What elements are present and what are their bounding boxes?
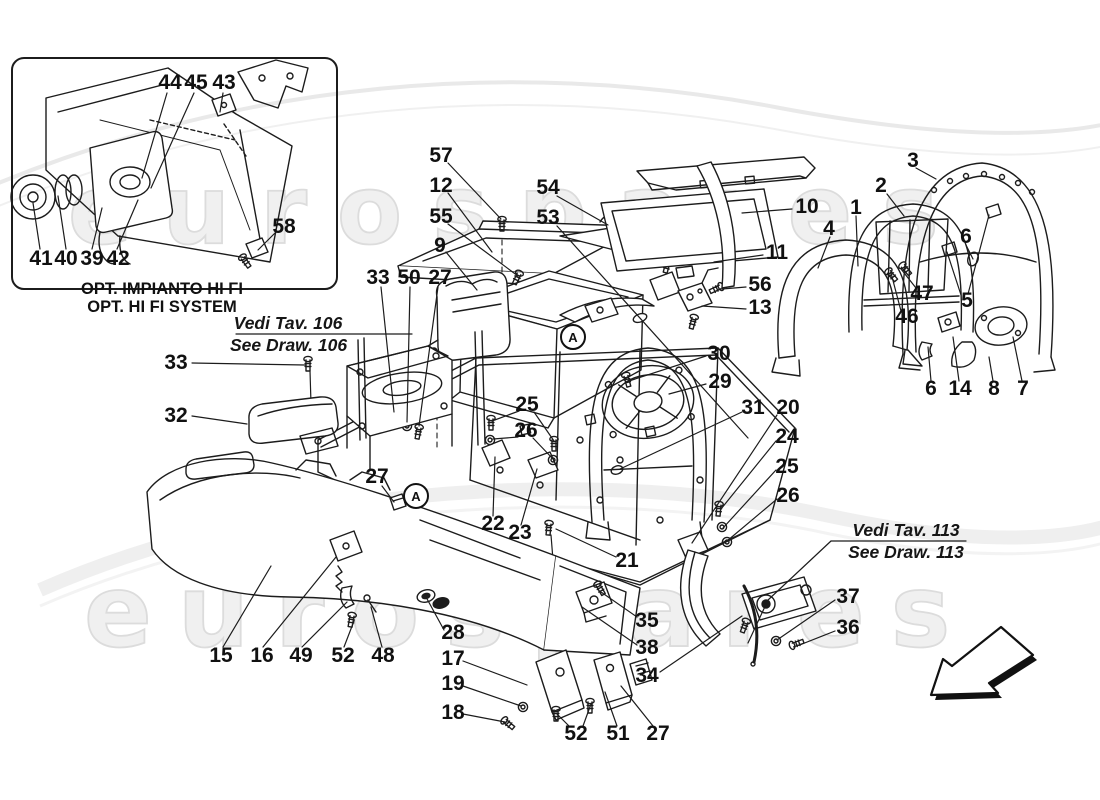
note-see-draw-106: Vedi Tav. 106 See Draw. 106 <box>230 313 348 356</box>
note-113-line2: See Draw. 113 <box>848 542 964 562</box>
note-106-line1: Vedi Tav. 106 <box>233 313 343 333</box>
part-number-label: 51 <box>606 722 630 745</box>
part-number-label: 57 <box>429 144 453 167</box>
note-113-line1: Vedi Tav. 113 <box>852 520 960 540</box>
part-number-label: 35 <box>635 609 659 632</box>
part-number-label: 29 <box>708 370 732 393</box>
part-number-label: 18 <box>441 701 465 724</box>
part-number-label: 15 <box>209 644 233 667</box>
part-number-label: 27 <box>365 465 389 488</box>
part-number-label: 6 <box>960 225 972 248</box>
part-number-label: 1 <box>850 196 862 219</box>
part-number-label: 14 <box>948 377 972 400</box>
part-number-label: 34 <box>635 664 659 687</box>
chassis-frame-art <box>303 330 796 586</box>
subwoofer-box-art <box>388 268 655 449</box>
part-number-label: 41 <box>29 247 53 270</box>
part-number-label: 23 <box>508 521 532 544</box>
part-number-label: 53 <box>536 206 560 229</box>
part-number-label: 5 <box>961 289 973 312</box>
part-number-label: 22 <box>481 512 505 535</box>
assembly-point-marker: A <box>403 483 429 509</box>
part-number-label: 16 <box>250 644 274 667</box>
part-number-label: 33 <box>366 266 390 289</box>
part-number-label: 36 <box>836 616 860 639</box>
direction-arrow <box>929 625 1037 700</box>
part-number-label: 25 <box>775 455 799 478</box>
inset-hifi-art <box>10 59 309 271</box>
part-number-label: 20 <box>776 396 800 419</box>
part-number-label: 32 <box>164 404 188 427</box>
note-106-line2: See Draw. 106 <box>230 335 348 355</box>
part-number-label: 7 <box>1017 377 1029 400</box>
part-number-label: 55 <box>429 205 453 228</box>
part-number-label: 33 <box>164 351 188 374</box>
note-see-draw-113: Vedi Tav. 113 See Draw. 113 <box>848 520 964 563</box>
part-number-label: 30 <box>707 342 731 365</box>
part-number-label: 6 <box>925 377 937 400</box>
part-number-label: 52 <box>564 722 588 745</box>
part-number-label: 48 <box>371 644 395 667</box>
part-number-label: 11 <box>765 241 789 264</box>
part-number-label: 26 <box>514 419 538 442</box>
part-number-label: 10 <box>795 195 819 218</box>
part-number-label: 8 <box>988 377 1000 400</box>
part-number-label: 26 <box>776 484 800 507</box>
part-number-label: 49 <box>289 644 313 667</box>
part-number-label: 52 <box>331 644 355 667</box>
latch-assembly-art <box>575 549 817 667</box>
part-number-label: 27 <box>646 722 670 745</box>
inset-caption: OPT. IMPIANTO HI FI OPT. HI FI SYSTEM <box>62 280 262 316</box>
part-number-label: 42 <box>106 247 130 270</box>
part-number-label: 45 <box>184 71 208 94</box>
part-number-label: 12 <box>429 174 453 197</box>
part-number-label: 43 <box>212 71 236 94</box>
leader-lines <box>32 92 1023 727</box>
part-number-label: 27 <box>428 266 452 289</box>
part-number-label: 17 <box>441 647 465 670</box>
inset-caption-line1: OPT. IMPIANTO HI FI <box>81 280 243 298</box>
part-number-label: 47 <box>910 282 934 305</box>
assembly-point-marker: A <box>560 324 586 350</box>
part-number-label: 58 <box>272 215 296 238</box>
roll-bar-art <box>771 162 1056 377</box>
rear-trim-panels-art <box>600 156 816 331</box>
inset-box-border <box>11 57 338 290</box>
part-number-label: 24 <box>775 425 799 448</box>
part-number-label: 46 <box>895 305 919 328</box>
inset-caption-line2: OPT. HI FI SYSTEM <box>87 297 237 316</box>
part-number-label: 31 <box>741 396 765 419</box>
part-number-label: 9 <box>434 234 446 257</box>
part-number-label: 40 <box>54 247 78 270</box>
part-number-label: 4 <box>823 217 835 240</box>
part-number-label: 21 <box>615 549 639 572</box>
part-number-label: 25 <box>515 393 539 416</box>
part-number-label: 39 <box>80 247 104 270</box>
part-number-label: 37 <box>836 585 860 608</box>
part-number-label: 44 <box>158 71 182 94</box>
part-number-label: 56 <box>748 273 772 296</box>
part-number-label: 19 <box>441 672 465 695</box>
part-number-label: 28 <box>441 621 465 644</box>
part-number-label: 3 <box>907 149 919 172</box>
part-number-label: 50 <box>397 266 421 289</box>
part-number-label: 2 <box>875 174 887 197</box>
bottom-brackets-art <box>498 649 653 732</box>
part-number-label: 13 <box>748 296 772 319</box>
part-number-label: 54 <box>536 176 560 199</box>
part-number-label: 38 <box>635 636 659 659</box>
